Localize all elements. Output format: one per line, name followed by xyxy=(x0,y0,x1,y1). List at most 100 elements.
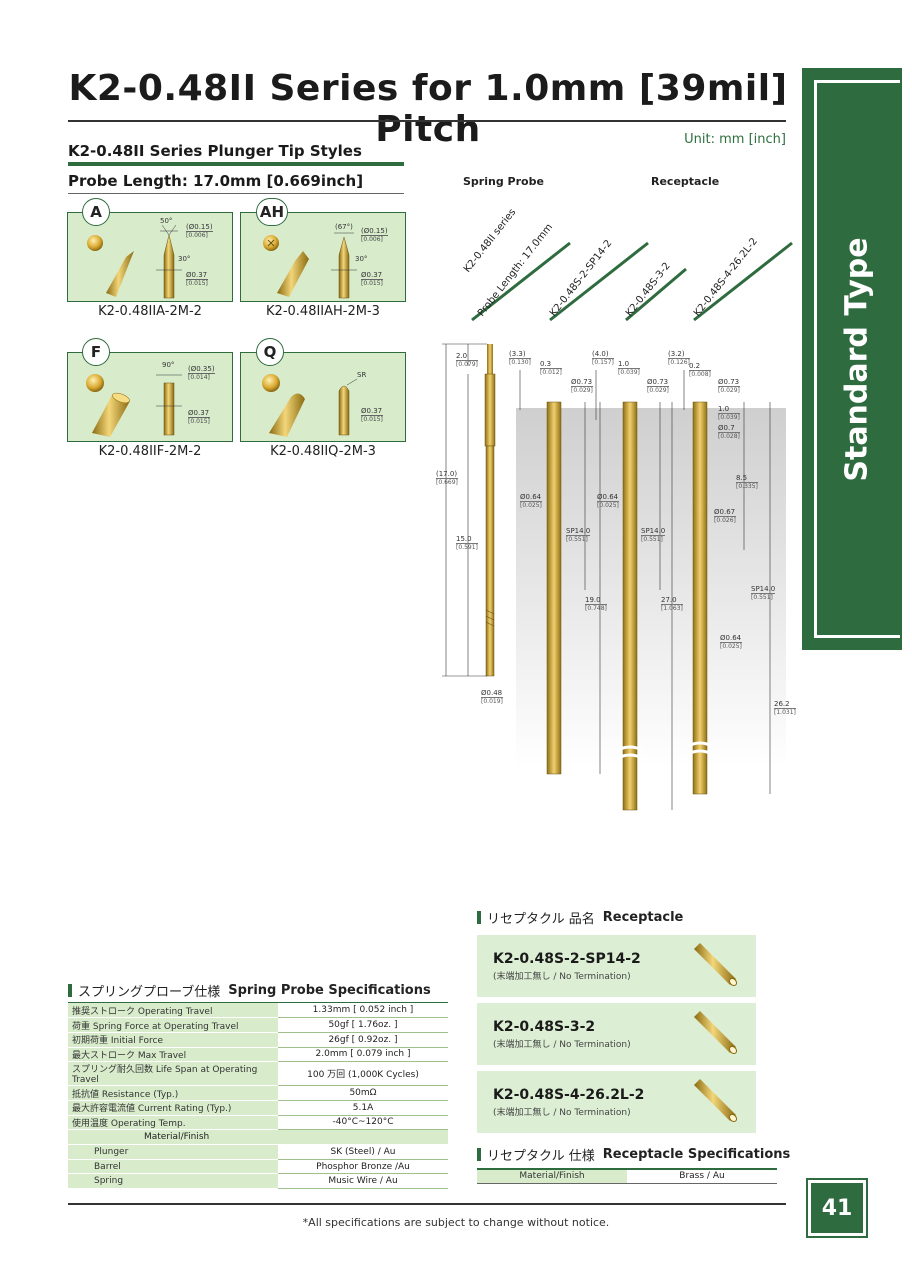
receptacle-note-2: (末端加工無し / No Termination) xyxy=(493,1040,631,1050)
tip-a-illustration xyxy=(87,224,182,299)
tip-style-a-box: 50° (Ø0.15)[0.006] 30° Ø0.37[0.015] xyxy=(67,212,233,302)
dim-064-b: Ø0.64[0.025] xyxy=(597,493,619,509)
spec-label: 推奨ストローク Operating Travel xyxy=(68,1003,278,1019)
dim-1-0-a: 1.0[0.039] xyxy=(618,360,640,376)
tip-f-badge: F xyxy=(82,338,110,366)
receptacle-card-3: K2-0.48S-4-26.2L-2 (末端加工無し / No Terminat… xyxy=(477,1071,756,1133)
table-row: Material/Finish xyxy=(68,1129,448,1145)
dim-073-a: Ø0.73[0.029] xyxy=(571,378,593,394)
material-value: SK (Steel) / Au xyxy=(278,1144,448,1160)
dim-sp14-b: SP14.0[0.551] xyxy=(641,527,666,543)
table-row: 抵抗値 Resistance (Typ.)50mΩ xyxy=(68,1085,448,1101)
footer-divider xyxy=(68,1203,786,1205)
side-tab xyxy=(802,68,902,650)
spec-label: 荷重 Spring Force at Operating Travel xyxy=(68,1017,278,1033)
tip-q-illustration xyxy=(262,374,358,437)
tip-q-caption: K2-0.48IIQ-2M-3 xyxy=(270,444,376,459)
tip-ah-angle2: 30° xyxy=(355,255,368,263)
dim-3-3: (3.3)[0.130] xyxy=(509,350,531,366)
tip-q-badge: Q xyxy=(256,338,284,366)
tip-a-caption: K2-0.48IIA-2M-2 xyxy=(98,304,202,319)
dim-0-48: Ø0.48[0.019] xyxy=(481,689,503,705)
tip-style-ah-box: (67°) (Ø0.15)[0.006] 30° Ø0.37[0.015] xyxy=(240,212,406,302)
tip-f-angle: 90° xyxy=(162,361,175,369)
receptacle-note-1: (末端加工無し / No Termination) xyxy=(493,972,631,982)
spec-value: 100 万回 (1,000K Cycles) xyxy=(278,1061,448,1087)
tube-icon xyxy=(694,1079,738,1123)
tip-ah-body-dia: Ø0.37[0.015] xyxy=(361,271,383,287)
spec-value: 26gf [ 0.92oz. ] xyxy=(278,1032,448,1048)
spring-probe-label: Spring Probe xyxy=(463,175,544,188)
spec-value: 50mΩ xyxy=(278,1085,448,1101)
tip-f-body-dia: Ø0.37[0.015] xyxy=(188,409,210,425)
material-heading: Material/Finish xyxy=(68,1129,448,1145)
spec-label: 最大ストローク Max Travel xyxy=(68,1047,278,1063)
tip-style-q-box: SR Ø0.37[0.015] xyxy=(240,352,406,442)
spec-label: 最大許容電流値 Current Rating (Typ.) xyxy=(68,1100,278,1116)
tip-ah-tip-dia: (Ø0.15)[0.006] xyxy=(361,227,388,243)
table-row: 最大許容電流値 Current Rating (Typ.)5.1A xyxy=(68,1100,448,1116)
dim-0-7: Ø0.7[0.028] xyxy=(718,424,740,440)
page-title: K2-0.48II Series for 1.0mm [39mil] Pitch xyxy=(68,68,788,150)
material-label: Plunger xyxy=(68,1144,278,1160)
tip-a-tip-dia: (Ø0.15)[0.006] xyxy=(186,223,213,239)
tip-f-caption: K2-0.48IIF-2M-2 xyxy=(98,444,202,459)
tip-ah-badge: AH xyxy=(256,198,288,226)
dim-0-2: 0.2[0.008] xyxy=(689,362,711,378)
tip-f-tip-dia: (Ø0.35)[0.014] xyxy=(188,365,215,381)
probe-length-heading: Probe Length: 17.0mm [0.669inch] xyxy=(68,172,364,190)
probe-receptacle-drawing xyxy=(442,343,786,811)
page-number: 41 xyxy=(821,1195,853,1221)
model-tag-lines xyxy=(471,241,793,322)
dim-sp14-a: SP14.0[0.551] xyxy=(566,527,591,543)
receptacle-card-2: K2-0.48S-3-2 (末端加工無し / No Termination) xyxy=(477,1003,756,1065)
material-label: Barrel xyxy=(68,1159,278,1175)
spec-value: 1.33mm [ 0.052 inch ] xyxy=(278,1003,448,1019)
tip-styles-heading: K2-0.48II Series Plunger Tip Styles xyxy=(68,142,362,160)
dim-0-67: Ø0.67[0.026] xyxy=(714,508,736,524)
spec-value: 5.1A xyxy=(278,1100,448,1116)
material-value: Music Wire / Au xyxy=(278,1173,448,1190)
tube-icon xyxy=(694,943,738,987)
receptacle-spec-table: Material/Finish Brass / Au xyxy=(477,1168,777,1184)
side-tab-frame xyxy=(814,80,900,638)
receptacle-spec-value: Brass / Au xyxy=(679,1171,725,1182)
dim-19-0: 19.0[0.748] xyxy=(585,596,607,612)
table-row: Material/Finish Brass / Au xyxy=(477,1169,777,1183)
unit-label: Unit: mm [inch] xyxy=(684,132,786,147)
title-divider xyxy=(68,120,786,122)
probe-length-rule xyxy=(68,193,404,194)
receptacle-card-1: K2-0.48S-2-SP14-2 (末端加工無し / No Terminati… xyxy=(477,935,756,997)
receptacle-name-3: K2-0.48S-4-26.2L-2 xyxy=(493,1087,645,1103)
spec-label: 使用温度 Operating Temp. xyxy=(68,1115,278,1131)
spec-value: -40°C~120°C xyxy=(278,1115,448,1131)
tip-a-body-dia: Ø0.37[0.015] xyxy=(186,271,208,287)
dim-27-0: 27.0[1.063] xyxy=(661,596,683,612)
material-value: Phosphor Bronze /Au xyxy=(278,1159,448,1175)
spec-label: 初期荷重 Initial Force xyxy=(68,1032,278,1048)
tip-ah-caption: K2-0.48IIAH-2M-3 xyxy=(266,304,380,319)
dim-sp14-c: SP14.0[0.551] xyxy=(751,585,776,601)
side-tab-label: Standard Type xyxy=(839,236,875,482)
tip-q-radius: SR xyxy=(357,371,367,379)
dim-073-b: Ø0.73[0.029] xyxy=(647,378,669,394)
tip-styles-rule xyxy=(68,162,404,166)
dim-3-2: (3.2)[0.126] xyxy=(668,350,690,366)
spec-label: 抵抗値 Resistance (Typ.) xyxy=(68,1085,278,1101)
dim-4-0: (4.0)[0.157] xyxy=(592,350,614,366)
table-row: 使用温度 Operating Temp.-40°C~120°C xyxy=(68,1115,448,1131)
receptacle-spec-label: Material/Finish xyxy=(477,1169,627,1183)
dim-1-0-b: 1.0[0.039] xyxy=(718,405,740,421)
material-label: Spring xyxy=(68,1173,278,1190)
footnote: *All specifications are subject to chang… xyxy=(302,1216,610,1229)
tip-a-badge: A xyxy=(82,198,110,226)
